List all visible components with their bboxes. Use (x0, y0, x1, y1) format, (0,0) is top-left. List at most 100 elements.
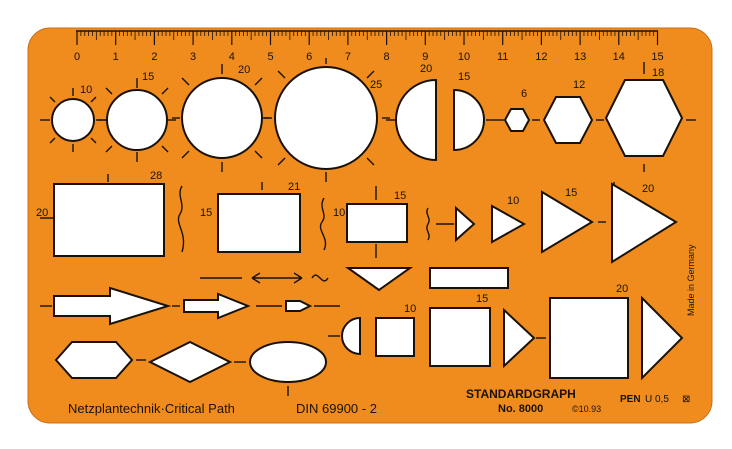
circle-15-cutout (106, 89, 168, 151)
bar-cutout (429, 267, 509, 289)
rectangle-15x10: 15 (346, 186, 408, 258)
ruler-number-2: 2 (151, 51, 157, 63)
circle-row: 10 15 20 25 (40, 58, 696, 182)
rectangle-28x20-width-label: 28 (150, 170, 162, 182)
copyright-date: ©10.93 (572, 404, 601, 414)
arrow-row (40, 267, 509, 326)
half-circle-20-label: 20 (420, 63, 432, 75)
bottom-shapes: 10 15 20 (54, 283, 684, 396)
ruler-number-8: 8 (384, 51, 390, 63)
wave-line (311, 274, 329, 282)
triangle-right-20-cutout (641, 295, 684, 381)
hexagon-6-label: 6 (521, 88, 527, 100)
triangle-20: 20 (598, 182, 678, 264)
half-circle-small-cutout (341, 316, 361, 356)
ruler-number-10: 10 (458, 51, 470, 63)
half-circle-15-cutout (453, 88, 485, 152)
rectangle-21: 21 (217, 181, 301, 253)
made-in-germany: Made in Germany (686, 244, 696, 316)
ruler-numbers: 0 1 2 3 4 5 6 7 8 9 10 11 12 13 14 15 (74, 51, 664, 63)
hexagon-6-cutout (503, 108, 531, 132)
triangle-10-cutout (491, 204, 527, 244)
rectangle-28x20-height-label: 20 (36, 207, 48, 219)
ruler-number-11: 11 (497, 51, 508, 63)
square-15-label: 15 (476, 293, 488, 305)
diamond-cutout (147, 340, 233, 384)
hexagon-12-cutout (542, 96, 594, 144)
bracket-15 (177, 185, 185, 253)
triangle-20-cutout (611, 182, 678, 264)
rectangle-21-cutout (217, 193, 301, 253)
triangle-10-label: 10 (507, 195, 519, 207)
bracket-10-label: 10 (333, 207, 345, 219)
half-circle-20-cutout (395, 78, 437, 162)
ruler-number-5: 5 (267, 51, 273, 63)
ruler (76, 31, 659, 45)
ruler-number-14: 14 (613, 51, 625, 63)
ruler-number-15: 15 (651, 51, 663, 63)
bracket-small (426, 207, 430, 241)
triangle-right-15-cutout (503, 307, 536, 369)
circle-10-cutout (51, 98, 95, 142)
square-20-cutout (549, 297, 629, 379)
half-circle-15-label: 15 (458, 71, 470, 83)
hexagon-12-label: 12 (573, 79, 585, 91)
arrow-small-cutout (285, 300, 313, 312)
triangle-15: 15 (541, 187, 594, 254)
ruler-number-12: 12 (535, 51, 547, 63)
circle-25-label: 25 (370, 79, 382, 91)
circle-25-cutout (274, 66, 378, 170)
square-10-label: 10 (404, 303, 416, 315)
rectangle-28x20: 28 20 (36, 170, 165, 257)
ruler-number-0: 0 (74, 51, 80, 63)
rectangle-row: 28 20 15 21 10 15 10 15 2 (36, 170, 678, 264)
circle-10: 10 (40, 84, 106, 152)
hexagon-18-cutout (604, 79, 684, 157)
caption-din: DIN 69900 - 2 (296, 401, 377, 416)
ruler-number-13: 13 (574, 51, 586, 63)
double-arrow-line (251, 272, 303, 284)
hexagon-wide-cutout (54, 341, 134, 379)
hexagon-12: 12 (542, 79, 604, 144)
circle-20-label: 20 (238, 64, 250, 76)
triangle-15-label: 15 (565, 187, 577, 199)
ruler-number-3: 3 (190, 51, 196, 63)
caption-netzplantechnik: Netzplantechnik·Critical Path (68, 401, 235, 416)
half-circle-15: 15 (453, 71, 496, 152)
rectangle-15x10-width-label: 15 (394, 190, 406, 202)
circle-15-label: 15 (142, 71, 154, 83)
circle-10-label: 10 (80, 84, 92, 96)
pen-size: U 0,5 (645, 394, 669, 405)
square-10-cutout (375, 317, 415, 357)
rectangle-21-label: 21 (288, 181, 300, 193)
square-15: 15 (429, 293, 491, 367)
bracket-15-label: 15 (200, 207, 212, 219)
arrow-large-cutout (53, 286, 172, 326)
hexagon-18-label: 18 (652, 67, 664, 79)
rectangle-28x20-cutout (53, 183, 165, 257)
ellipse-cutout (249, 341, 327, 383)
rectangle-15x10-cutout (346, 203, 408, 243)
brand-standardgraph: STANDARDGRAPH (466, 387, 576, 401)
pen-label: PEN (620, 394, 641, 405)
triangle-15-cutout (541, 190, 594, 254)
hexagon-18: 18 (604, 62, 696, 172)
ruler-number-4: 4 (229, 51, 235, 63)
triangle-5-cutout (455, 205, 476, 243)
ruler-number-6: 6 (306, 51, 312, 63)
hexagon-6: 6 (496, 88, 540, 132)
bracket-10 (319, 197, 327, 251)
circle-25: 25 (262, 58, 390, 182)
square-20-label: 20 (616, 283, 628, 295)
square-10: 10 (375, 303, 416, 357)
ruler-number-1: 1 (113, 51, 119, 63)
ruler-number-9: 9 (422, 51, 428, 63)
pen-mark-icon: ⊠ (682, 394, 690, 405)
ruler-number-7: 7 (345, 51, 351, 63)
triangle-20-label: 20 (642, 183, 654, 195)
model-number: No. 8000 (498, 403, 543, 415)
triangle-down-cutout (344, 267, 414, 292)
square-15-cutout (429, 307, 491, 367)
arrow-medium-cutout (183, 292, 251, 320)
